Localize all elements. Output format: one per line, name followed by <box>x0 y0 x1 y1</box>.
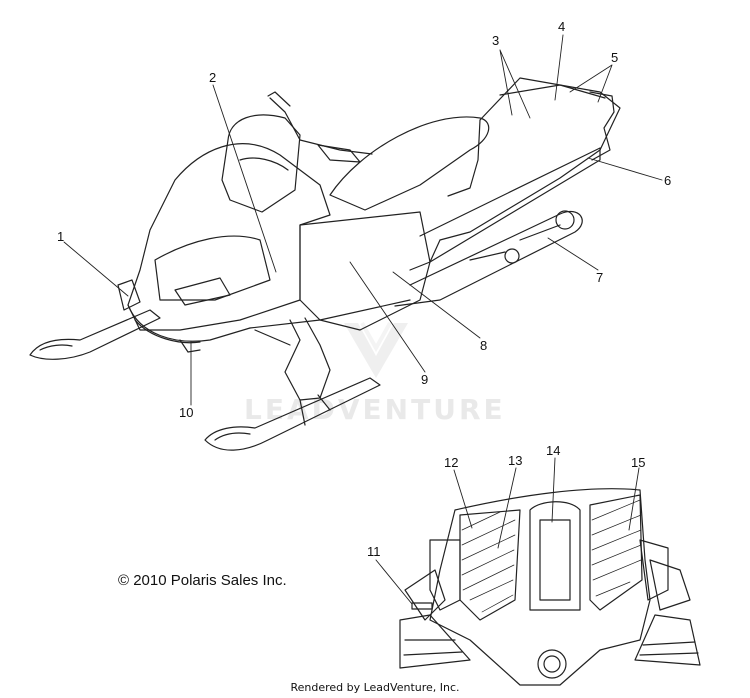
leadventure-logo-watermark <box>344 322 408 378</box>
callout-4: 4 <box>558 19 565 34</box>
snowmobile-illustration <box>29 77 621 451</box>
watermark-text: LEADVENTURE <box>244 393 506 426</box>
callout-2: 2 <box>209 70 216 85</box>
callout-12: 12 <box>444 455 458 470</box>
callout-6: 6 <box>664 173 671 188</box>
callout-8: 8 <box>480 338 487 353</box>
callout-9: 9 <box>421 372 428 387</box>
callout-3: 3 <box>492 33 499 48</box>
copyright-notice: © 2010 Polaris Sales Inc. <box>118 572 287 589</box>
rendered-by-footer: Rendered by LeadVenture, Inc. <box>290 681 460 694</box>
callout-11: 11 <box>367 544 381 559</box>
callout-14: 14 <box>546 443 560 458</box>
callout-1: 1 <box>57 229 64 244</box>
callout-15: 15 <box>631 455 645 470</box>
front-view-illustration <box>399 488 701 686</box>
leader-lines <box>63 34 663 605</box>
callout-10: 10 <box>179 405 193 420</box>
callout-labels: 1 2 3 4 5 6 7 8 9 10 11 12 13 14 15 <box>57 19 671 559</box>
callout-5: 5 <box>611 50 618 65</box>
callout-13: 13 <box>508 453 522 468</box>
callout-7: 7 <box>596 270 603 285</box>
